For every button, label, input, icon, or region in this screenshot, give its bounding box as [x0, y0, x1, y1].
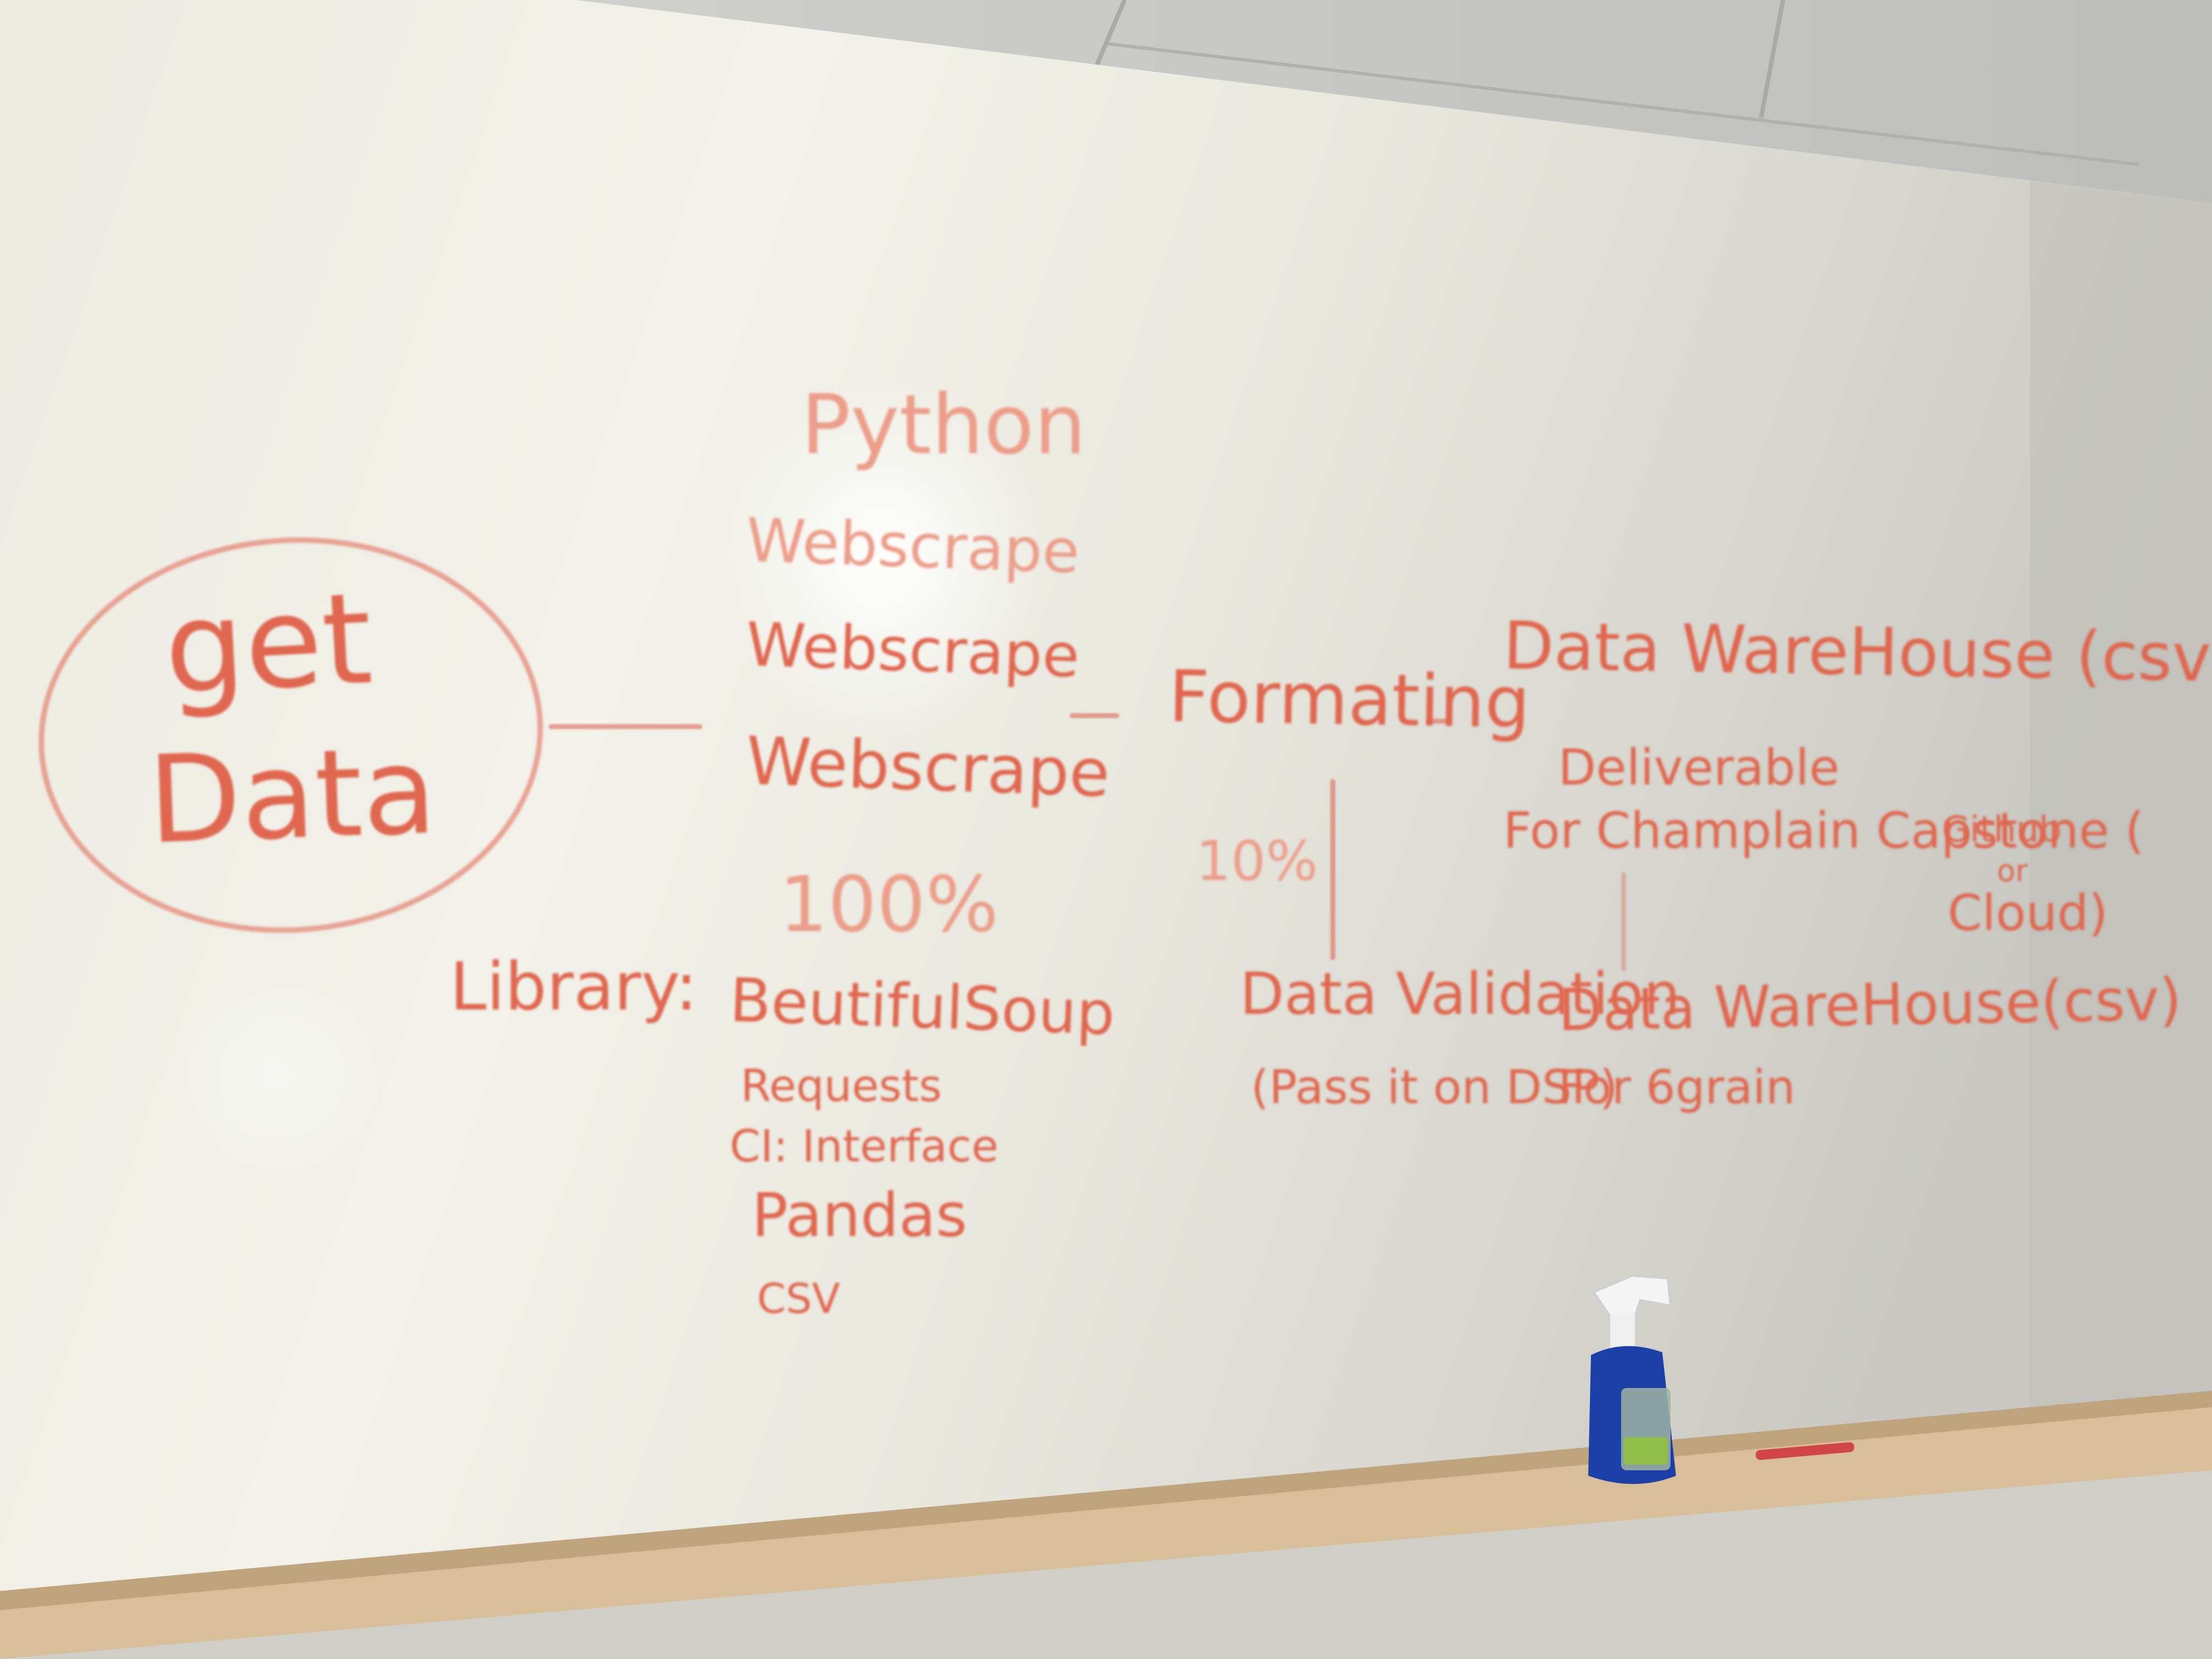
percent-mid: 10% [1196, 829, 1318, 893]
ceiling-seam [1090, 0, 1127, 78]
for-6grain-label: For 6grain [1558, 1060, 1796, 1115]
library-item: CSV [757, 1274, 840, 1323]
connector-line [1621, 872, 1626, 971]
formatting-label: Formating [1167, 654, 1531, 744]
webscrape-line: Webscrape [744, 505, 1081, 587]
or-label: or [1997, 853, 2028, 888]
wall [0, 1470, 2212, 1659]
webscrape-line: Webscrape [744, 609, 1081, 691]
webscrape-line: Webscrape [744, 723, 1111, 812]
whiteboard-shadow [2030, 181, 2212, 1426]
cloud-label: Cloud) [1948, 884, 2108, 942]
data-text: Data [145, 720, 439, 871]
library-label: Library: [450, 949, 698, 1025]
deliverable-label: Deliverable [1558, 739, 1839, 797]
for-champlain-label: For Champlain Capstone ( [1503, 802, 2145, 860]
percent-left: 100% [779, 860, 999, 950]
library-item: CI: Interface [730, 1121, 998, 1172]
spray-bottle [1588, 1274, 1676, 1484]
github-label: Github [1942, 809, 2062, 850]
ceiling-seam [1759, 0, 1785, 119]
python-label: Python [801, 377, 1086, 473]
pass-it-label: (Pass it on DSP) [1251, 1060, 1618, 1115]
get-text: get [161, 566, 376, 723]
light-glare [719, 379, 1048, 741]
connector-line [549, 724, 702, 729]
warehouse-top: Data WareHouse (csv) [1502, 608, 2212, 697]
warehouse-bottom: Data WareHouse(csv) [1558, 966, 2182, 1044]
connector-line [1330, 779, 1335, 960]
red-marker [1756, 1442, 1854, 1460]
whiteboard-surface [0, 0, 2212, 1624]
library-item: Pandas [752, 1180, 968, 1250]
data-validation-label: Data Validation [1240, 961, 1680, 1028]
library-item: Requests [741, 1060, 942, 1111]
ceiling-seam [1108, 42, 2140, 166]
library-item: BeutifulSoup [728, 964, 1116, 1049]
connector-line [1070, 713, 1119, 718]
light-glare [165, 971, 384, 1180]
connector-line [1426, 719, 1448, 724]
